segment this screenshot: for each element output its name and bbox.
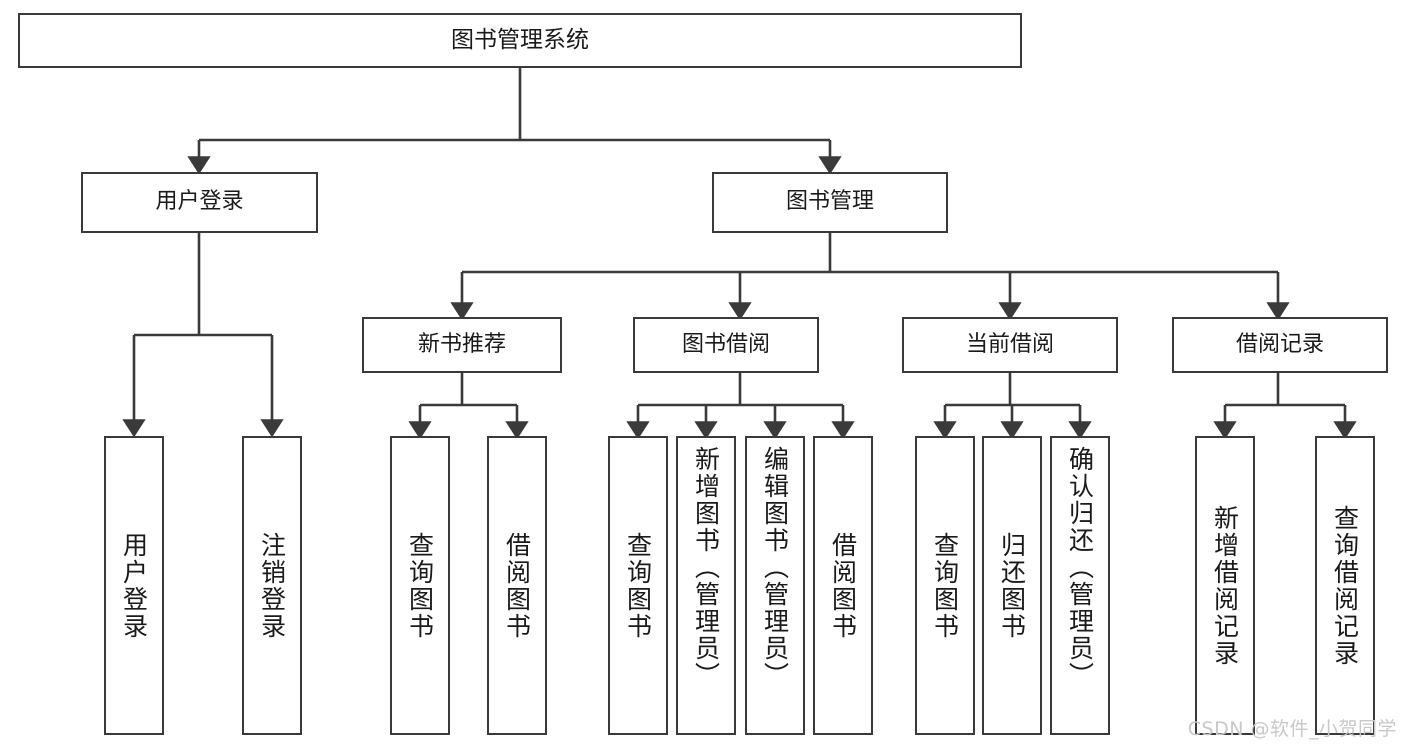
leaf-record-query[interactable]: 查询借阅记录 — [1315, 436, 1375, 735]
node-label: 用户登录 — [119, 531, 149, 640]
node-label: 查询图书 — [930, 531, 960, 640]
leaf-record-add[interactable]: 新增借阅记录 — [1195, 436, 1255, 735]
leaf-new-book-query[interactable]: 查询图书 — [390, 436, 450, 735]
node-book-management[interactable]: 图书管理 — [712, 172, 948, 233]
node-label: 借阅记录 — [1235, 331, 1324, 357]
node-label: 注销登录 — [257, 531, 287, 640]
leaf-current-return-book[interactable]: 归还图书 — [982, 436, 1042, 735]
node-label: 归还图书 — [997, 531, 1027, 640]
leaf-current-confirm-return[interactable]: 确认归还（管理员） — [1050, 436, 1110, 735]
leaf-borrow-query-book[interactable]: 查询图书 — [608, 436, 668, 735]
node-label: 新增图书（管理员） — [691, 446, 721, 689]
node-label: 确认归还（管理员） — [1065, 446, 1095, 689]
node-label: 图书借阅 — [681, 331, 770, 357]
leaf-borrow-borrow-book[interactable]: 借阅图书 — [813, 436, 873, 735]
node-label: 当前借阅 — [965, 331, 1054, 357]
node-root[interactable]: 图书管理系统 — [18, 13, 1022, 68]
watermark: CSDN @软件_小贺同学 — [1187, 718, 1397, 740]
node-book-borrow[interactable]: 图书借阅 — [633, 317, 819, 373]
node-label: 新书推荐 — [417, 331, 506, 357]
node-borrow-record[interactable]: 借阅记录 — [1172, 317, 1388, 373]
node-label: 图书管理系统 — [451, 26, 589, 53]
node-label: 借阅图书 — [502, 531, 532, 640]
node-label: 查询借阅记录 — [1330, 504, 1360, 667]
node-user-login[interactable]: 用户登录 — [81, 172, 318, 233]
node-label: 新增借阅记录 — [1210, 504, 1240, 667]
leaf-user-login-signin[interactable]: 用户登录 — [104, 436, 164, 735]
leaf-borrow-edit-book[interactable]: 编辑图书（管理员） — [745, 436, 805, 735]
node-label: 编辑图书（管理员） — [760, 446, 790, 689]
leaf-borrow-add-book[interactable]: 新增图书（管理员） — [676, 436, 736, 735]
node-new-book-recommendation[interactable]: 新书推荐 — [362, 317, 562, 373]
node-label: 图书管理 — [785, 189, 874, 215]
leaf-user-login-signout[interactable]: 注销登录 — [242, 436, 302, 735]
node-current-borrow[interactable]: 当前借阅 — [902, 317, 1118, 373]
node-label: 查询图书 — [623, 531, 653, 640]
node-label: 查询图书 — [405, 531, 435, 640]
node-label: 借阅图书 — [828, 531, 858, 640]
node-label: 用户登录 — [155, 189, 244, 215]
leaf-new-book-borrow[interactable]: 借阅图书 — [487, 436, 547, 735]
leaf-current-query-book[interactable]: 查询图书 — [915, 436, 975, 735]
